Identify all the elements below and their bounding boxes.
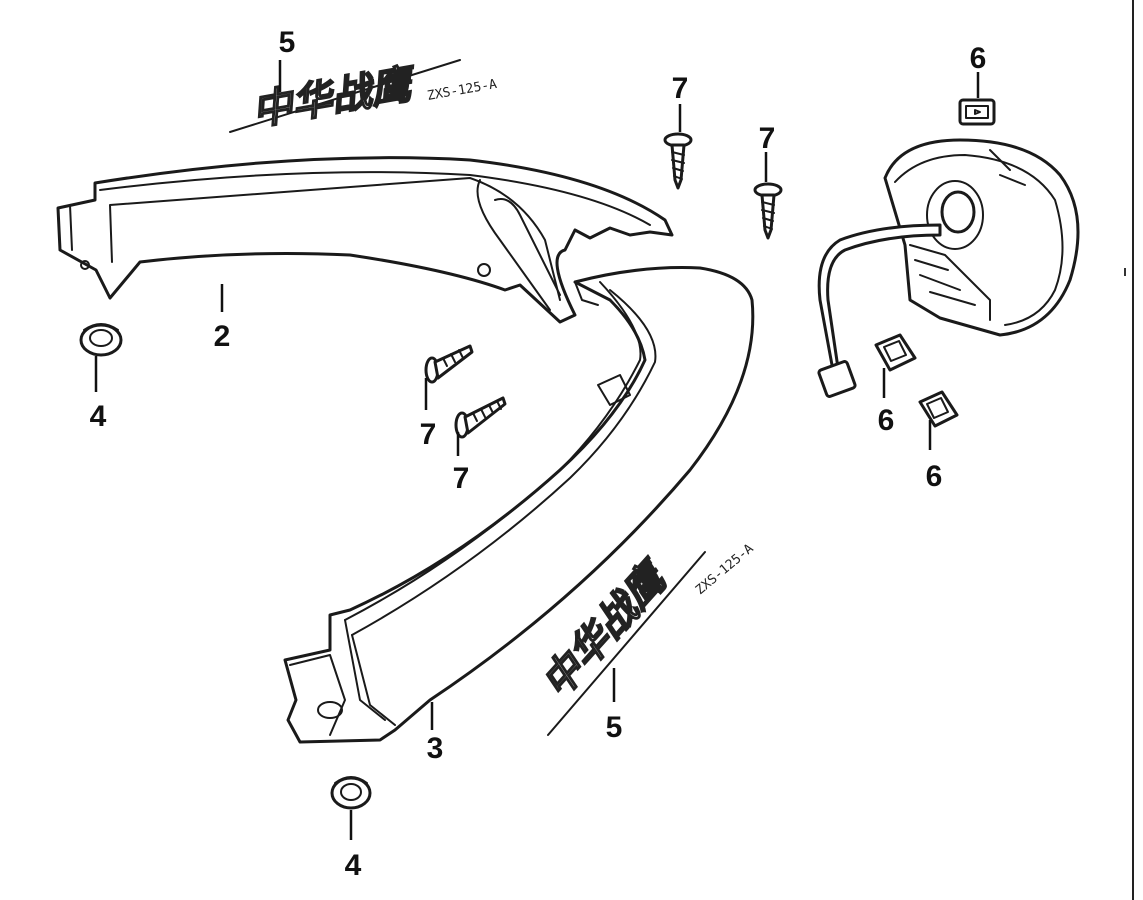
callout-part-6-low: 6	[926, 460, 943, 493]
callout-part-5-top: 5	[279, 26, 296, 59]
callout-part-7-b: 7	[759, 122, 776, 155]
callout-part-5-bottom: 5	[606, 711, 623, 744]
callout-part-7-c: 7	[420, 418, 437, 451]
callout-part-7-d: 7	[453, 462, 470, 495]
callout-part-6-mid: 6	[878, 404, 895, 437]
part-6-clip-mid	[874, 333, 917, 372]
leader-lines	[94, 60, 980, 840]
part-6-clip-low	[918, 390, 959, 428]
part-4-grommet-bottom	[330, 776, 372, 810]
decal-bottom-code: ZXS-125-A	[693, 541, 757, 598]
callout-labels: 2 3 4 4 5 5 6 6 6 7 7 7 7	[90, 26, 987, 882]
part-7-screw-b	[753, 182, 783, 240]
part-5-decal-top: 中华战鹰 ZXS-125-A	[229, 59, 498, 136]
decal-top-logo: 中华战鹰	[249, 60, 422, 135]
callout-part-6-top: 6	[970, 42, 987, 75]
callout-part-7-a: 7	[672, 72, 689, 105]
part-3-side-cover	[283, 266, 755, 744]
part-6-clip-top	[958, 98, 996, 126]
part-7-screw-c	[424, 344, 474, 384]
part-7-screw-d	[454, 396, 507, 439]
part-2-upper-cover	[56, 156, 674, 324]
taillight-assembly	[817, 138, 1080, 398]
part-7-screw-a	[663, 132, 693, 190]
callout-part-4-top: 4	[90, 400, 107, 433]
part-4-grommet-top	[79, 323, 123, 357]
callout-part-2: 2	[214, 320, 231, 353]
callout-part-4-bottom: 4	[345, 849, 362, 882]
decal-top-code: ZXS-125-A	[426, 77, 498, 104]
callout-part-3: 3	[427, 732, 444, 765]
